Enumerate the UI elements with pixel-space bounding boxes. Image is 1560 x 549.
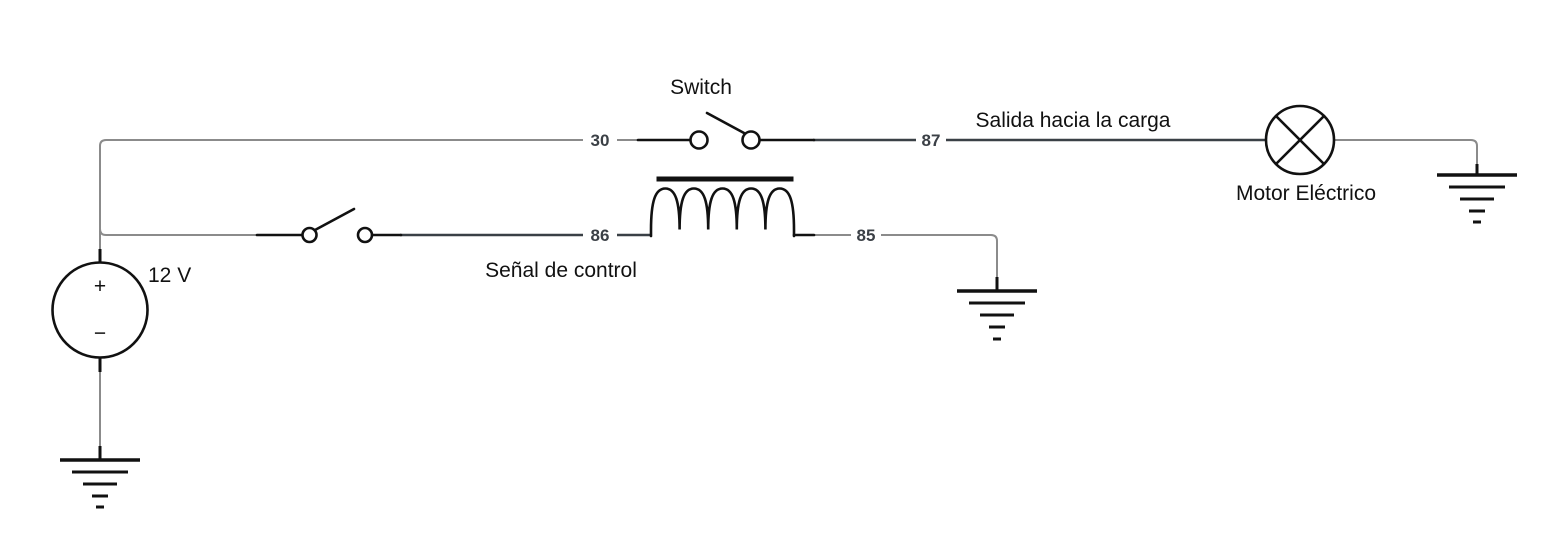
wire-battery-to-30 bbox=[99, 139, 583, 262]
control-signal-label: Señal de control bbox=[485, 259, 637, 282]
wire-battery-to-control-switch bbox=[99, 228, 257, 236]
source-voltage-label: 12 V bbox=[148, 264, 191, 287]
source-plus-sign: + bbox=[94, 275, 106, 298]
switch-lever bbox=[705, 111, 746, 135]
source-circle bbox=[51, 261, 149, 359]
ground-symbol-coil bbox=[957, 277, 1037, 341]
dc-source-symbol: + − bbox=[51, 249, 149, 372]
terminal-label-30: 30 bbox=[591, 131, 610, 150]
control-switch bbox=[255, 207, 403, 244]
wires bbox=[99, 138, 1478, 448]
control-switch-lever bbox=[313, 207, 356, 232]
terminal-label-87: 87 bbox=[922, 131, 941, 150]
coil-winding bbox=[649, 187, 796, 238]
terminal-label-86: 86 bbox=[591, 226, 610, 245]
motor-symbol bbox=[1264, 104, 1336, 176]
switch-contact-left bbox=[689, 130, 709, 150]
switch-label: Switch bbox=[670, 76, 732, 99]
control-switch-contact-right bbox=[356, 226, 374, 244]
control-switch-contact-left bbox=[301, 226, 318, 244]
coil-core-bar bbox=[656, 176, 794, 182]
relay-coil bbox=[649, 176, 816, 238]
ground-symbol-motor bbox=[1437, 164, 1517, 224]
relay-contact-switch bbox=[636, 111, 816, 150]
ground-symbol-battery bbox=[60, 446, 140, 509]
load-output-label: Salida hacia la carga bbox=[976, 109, 1171, 132]
terminal-label-85: 85 bbox=[857, 226, 876, 245]
switch-contact-right bbox=[741, 130, 761, 150]
motor-label: Motor Eléctrico bbox=[1236, 182, 1376, 205]
wire-motor-to-ground bbox=[1334, 139, 1478, 170]
labels: Switch Salida hacia la carga Motor Eléct… bbox=[148, 76, 1376, 287]
source-minus-sign: − bbox=[94, 322, 106, 345]
wire-85-to-ground bbox=[881, 234, 998, 280]
motor-cross-line-2 bbox=[1274, 114, 1326, 166]
